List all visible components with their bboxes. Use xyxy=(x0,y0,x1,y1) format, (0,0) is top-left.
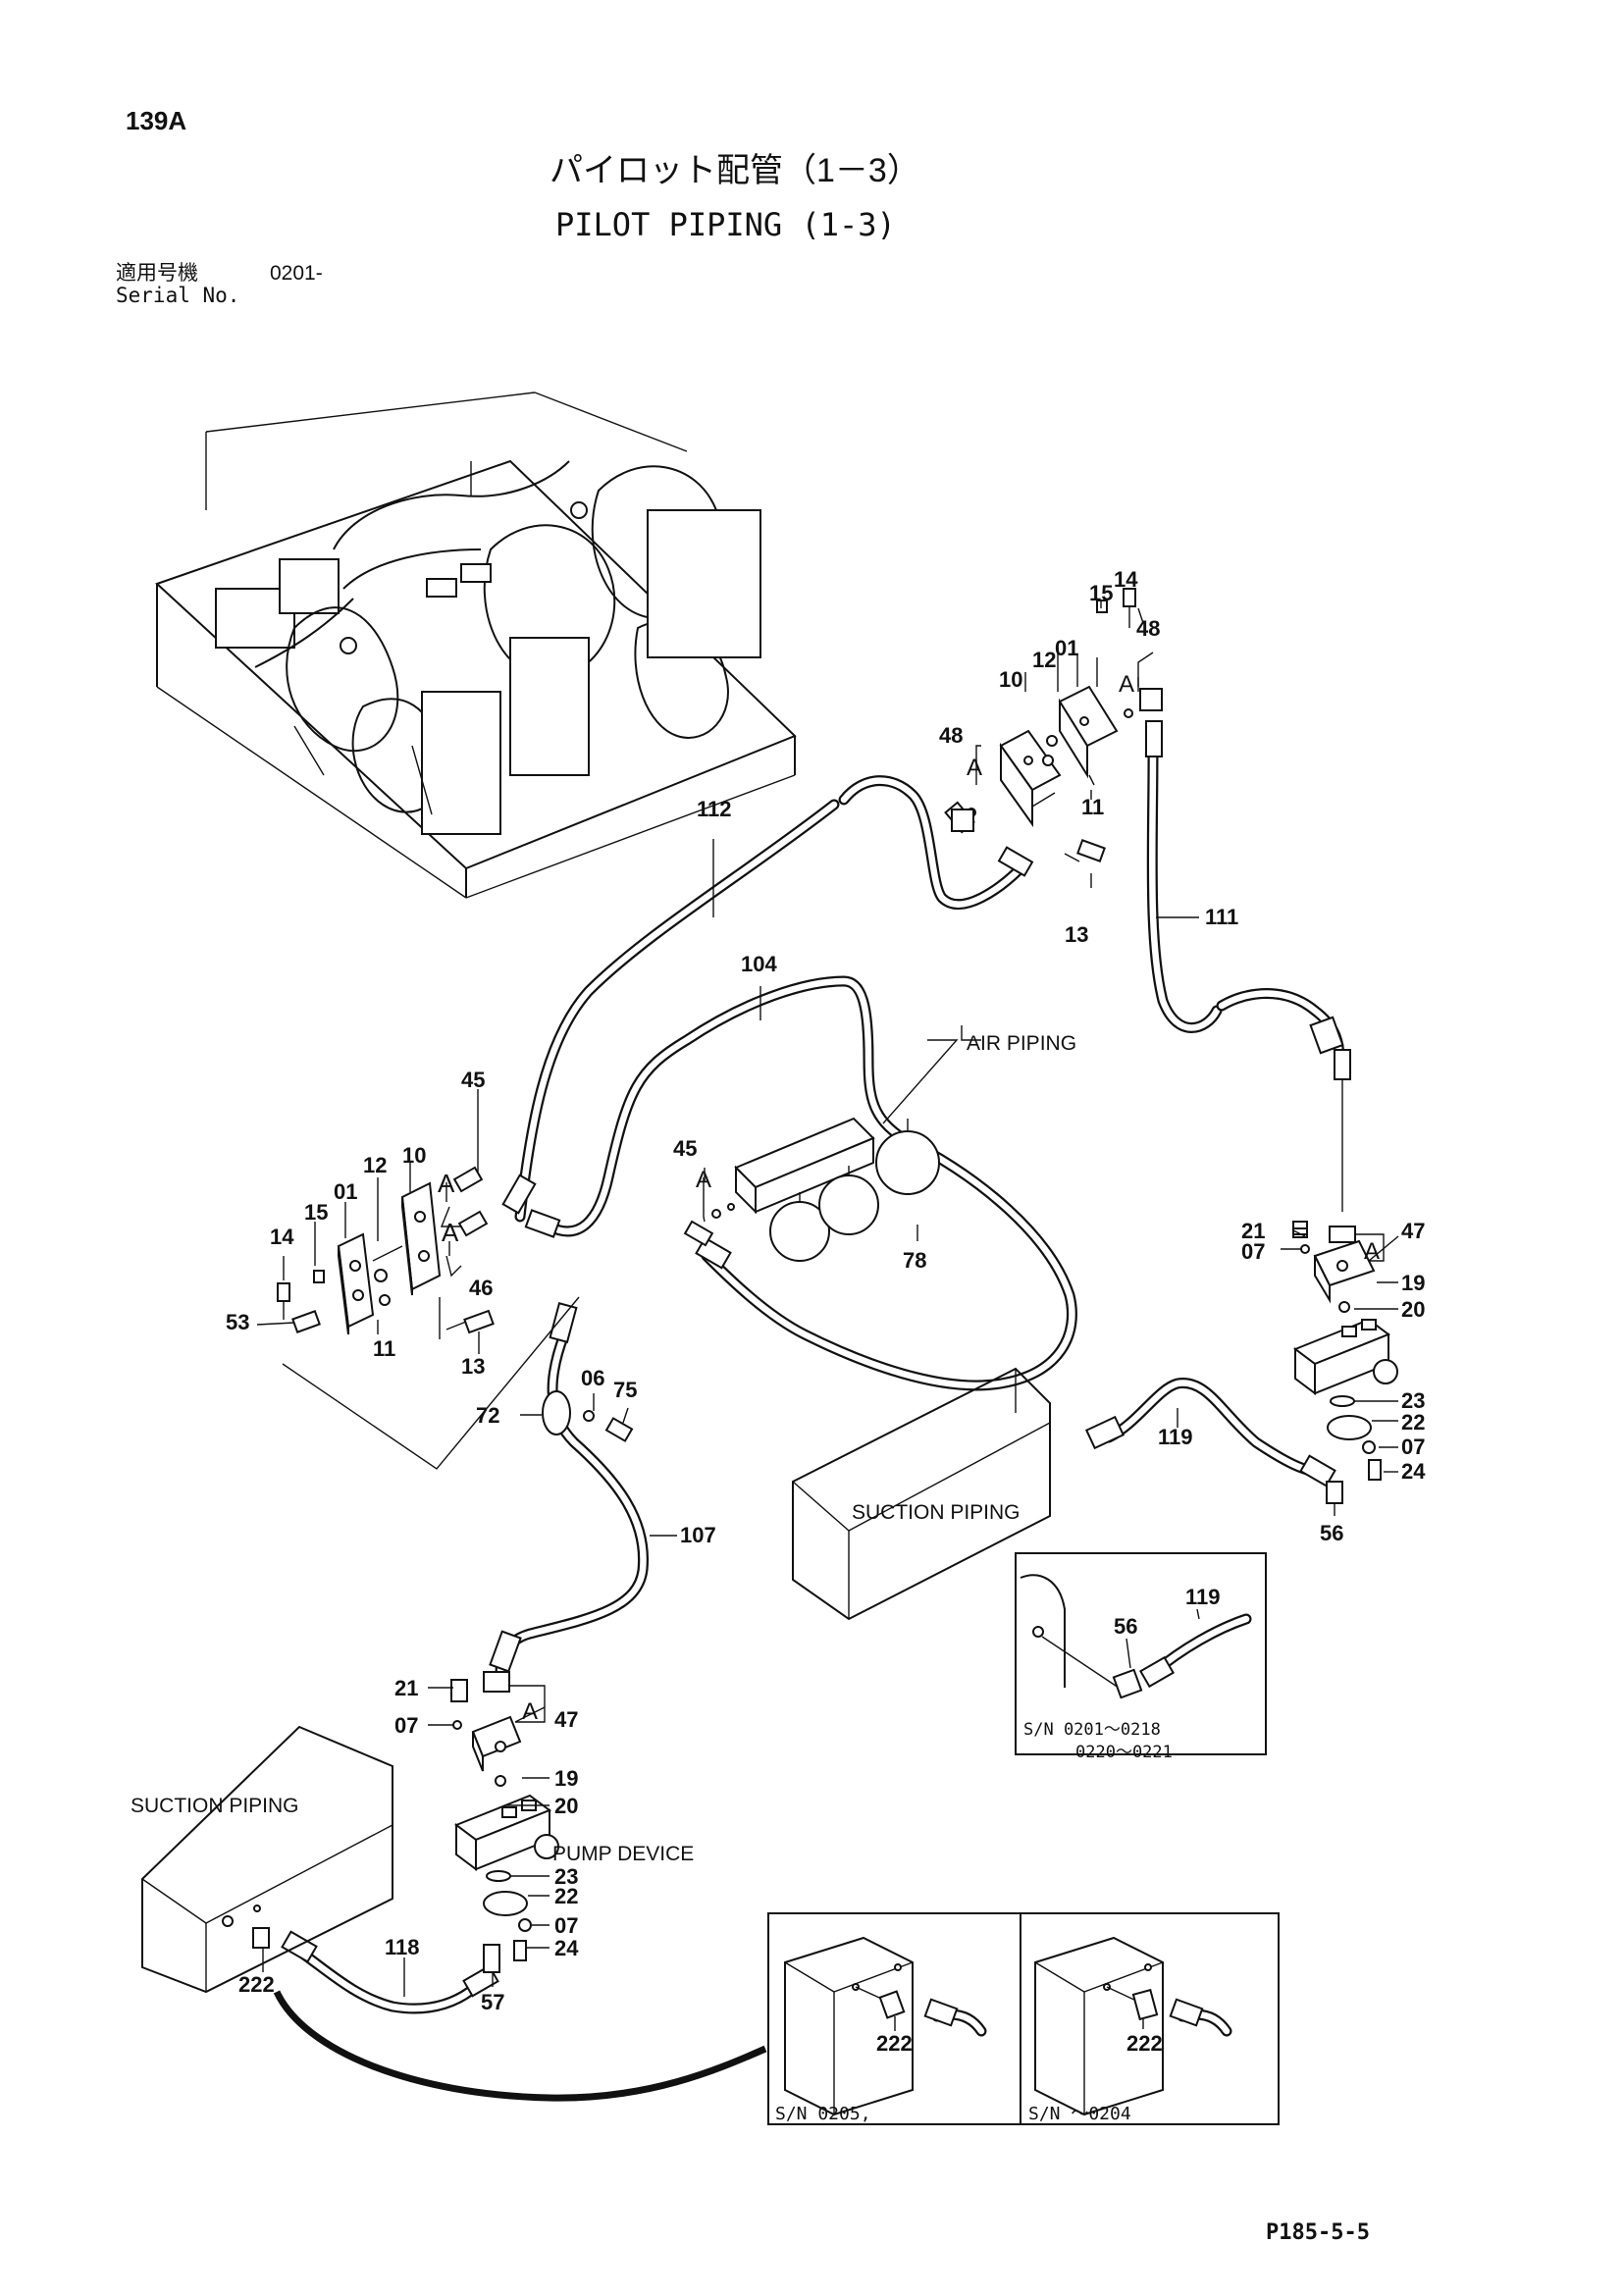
part-number-07d: 07 xyxy=(554,1913,578,1938)
valve-block-left xyxy=(277,1166,580,1470)
part-number-48b: 48 xyxy=(939,723,963,748)
label-a-45-center: A xyxy=(696,1167,711,1193)
part-number-10b: 10 xyxy=(402,1143,426,1168)
part-number-01: 01 xyxy=(1055,636,1078,660)
serial-label-en: Serial No. xyxy=(116,284,239,307)
label-air-piping: AIR PIPING xyxy=(967,1032,1076,1055)
part-number-46: 46 xyxy=(469,1276,493,1300)
part-numbers: 15 14 48 01 12 10 48 11 13 112 111 104 4… xyxy=(226,567,1426,2056)
part-number-01b: 01 xyxy=(334,1179,357,1204)
part-number-57: 57 xyxy=(481,1990,504,2014)
clamp-72 xyxy=(542,1390,634,1442)
part-number-07b: 07 xyxy=(1401,1435,1425,1459)
label-a-45-left: A xyxy=(438,1169,455,1198)
footer-code: P185-5-5 xyxy=(1266,2220,1370,2245)
part-number-119: 119 xyxy=(1158,1425,1193,1449)
part-number-56b: 56 xyxy=(1114,1614,1137,1639)
part-number-107: 107 xyxy=(680,1523,716,1547)
label-a-47-left: A xyxy=(522,1698,538,1725)
pump-device-left xyxy=(450,1671,559,1973)
part-number-13: 13 xyxy=(1065,922,1088,947)
part-number-56: 56 xyxy=(1320,1521,1343,1545)
part-number-72: 72 xyxy=(476,1403,499,1428)
inset-sn-0201 xyxy=(1015,1552,1267,1755)
part-number-20b: 20 xyxy=(554,1794,578,1818)
label-a-47-right: A xyxy=(1364,1238,1380,1265)
hose-111 xyxy=(1146,750,1345,1212)
part-number-14: 14 xyxy=(1114,567,1138,592)
part-number-222b: 222 xyxy=(876,2031,913,2056)
part-number-19: 19 xyxy=(1401,1271,1425,1295)
part-number-21: 21 xyxy=(1241,1219,1265,1243)
part-number-10: 10 xyxy=(999,667,1022,692)
label-suction-piping-left: SUCTION PIPING xyxy=(131,1795,299,1817)
label-pump-device: PUMP DEVICE xyxy=(552,1843,694,1865)
part-number-15: 15 xyxy=(1089,581,1113,605)
label-sn-range-2: 0220～0221 xyxy=(1075,1743,1173,1762)
valve-block-upper xyxy=(951,588,1163,862)
part-number-53: 53 xyxy=(226,1310,249,1334)
serial-label-ja: 適用号機 xyxy=(116,262,198,285)
part-number-45b: 45 xyxy=(461,1068,485,1092)
part-number-15b: 15 xyxy=(304,1200,328,1225)
part-number-13b: 13 xyxy=(461,1354,485,1379)
label-sn-box2: S/N ～0204 xyxy=(1028,2104,1131,2124)
part-number-45: 45 xyxy=(673,1136,697,1161)
hose-104 xyxy=(544,975,1077,1391)
part-number-21b: 21 xyxy=(394,1676,418,1700)
part-number-222c: 222 xyxy=(1126,2031,1163,2056)
part-number-06: 06 xyxy=(581,1366,604,1390)
part-number-07c: 07 xyxy=(394,1713,418,1738)
label-suction-piping-right: SUCTION PIPING xyxy=(852,1501,1021,1524)
suction-tank-left xyxy=(141,1725,393,1994)
part-number-222: 222 xyxy=(238,1972,275,1997)
label-sn-box1: S/N 0205, xyxy=(775,2104,871,2124)
pump-device-right xyxy=(1292,1221,1398,1504)
part-number-12: 12 xyxy=(1032,648,1056,672)
part-number-104: 104 xyxy=(741,952,777,976)
part-number-07: 07 xyxy=(1241,1239,1265,1264)
part-number-23b: 23 xyxy=(554,1864,578,1889)
label-a-48-right: A xyxy=(1119,671,1134,698)
part-number-23: 23 xyxy=(1401,1388,1425,1413)
part-number-20: 20 xyxy=(1401,1297,1425,1322)
part-number-24: 24 xyxy=(1401,1459,1426,1484)
hose-112 xyxy=(514,775,1026,1223)
part-number-22b: 22 xyxy=(554,1884,578,1908)
page-code: 139A xyxy=(126,106,186,135)
part-number-78: 78 xyxy=(903,1248,926,1273)
label-a-46-left: A xyxy=(442,1218,459,1247)
inset-lower xyxy=(767,1912,1280,2125)
leader-lines xyxy=(256,600,1399,2031)
part-number-11: 11 xyxy=(1081,795,1104,819)
part-number-112: 112 xyxy=(697,797,732,821)
title-en: PILOT PIPING (1-3) xyxy=(555,206,896,243)
hose-119 xyxy=(1103,1378,1326,1478)
part-number-48: 48 xyxy=(1136,616,1160,641)
part-number-14b: 14 xyxy=(270,1225,294,1249)
part-number-118: 118 xyxy=(385,1935,420,1959)
part-number-111: 111 xyxy=(1205,905,1238,929)
serial-value: 0201- xyxy=(270,262,323,285)
hose-118 xyxy=(288,1942,487,2014)
part-number-119b: 119 xyxy=(1185,1585,1221,1609)
part-number-19b: 19 xyxy=(554,1766,578,1791)
part-number-75: 75 xyxy=(613,1378,637,1402)
part-number-12b: 12 xyxy=(363,1153,387,1177)
part-number-24b: 24 xyxy=(554,1936,579,1960)
label-sn-range-1: S/N 0201～0218 xyxy=(1023,1720,1161,1740)
part-number-47: 47 xyxy=(1401,1219,1425,1243)
title-ja: パイロット配管（1－3） xyxy=(550,152,920,189)
suction-tank-right xyxy=(792,1367,1051,1621)
label-a-48-left: A xyxy=(967,755,982,781)
part-number-47b: 47 xyxy=(554,1707,578,1732)
engine-pump-assembly xyxy=(155,391,797,899)
part-number-22: 22 xyxy=(1401,1410,1425,1435)
part-number-11b: 11 xyxy=(373,1336,395,1361)
accumulator-assembly xyxy=(683,1117,940,1262)
reference-curve xyxy=(273,1990,767,2102)
hose-fittings xyxy=(281,720,1351,1998)
